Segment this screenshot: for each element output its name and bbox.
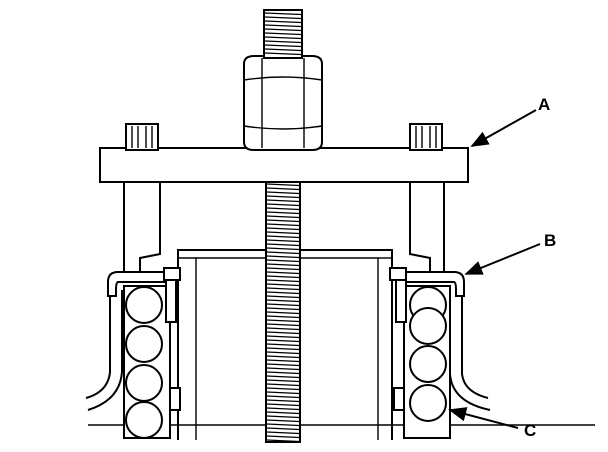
label-a: A bbox=[538, 95, 550, 114]
callout-a: A bbox=[470, 95, 550, 147]
hex-nut bbox=[243, 55, 323, 151]
top-threaded-stub bbox=[263, 9, 303, 59]
puller-jaw-left bbox=[107, 169, 181, 323]
puller-jaw-right bbox=[389, 169, 465, 323]
puller-crossbar bbox=[99, 147, 469, 183]
callout-b: B bbox=[464, 231, 556, 275]
threaded-shaft bbox=[265, 167, 301, 443]
label-b: B bbox=[544, 231, 556, 250]
bearing-left bbox=[123, 285, 181, 439]
label-c: C bbox=[524, 421, 536, 440]
callout-c: C bbox=[448, 407, 536, 440]
crossbar-bolt-right bbox=[409, 123, 443, 151]
bearing-right bbox=[393, 285, 451, 439]
crossbar-bolt-left bbox=[125, 123, 159, 151]
